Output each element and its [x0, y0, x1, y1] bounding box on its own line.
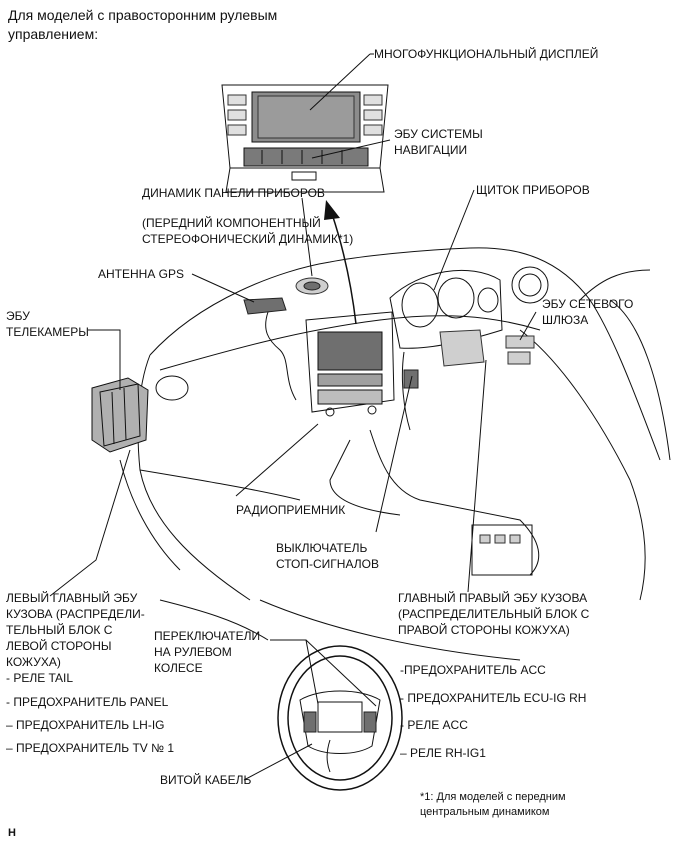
label-camera-ecu: ЭБУ ТЕЛЕКАМЕРЫ: [6, 308, 89, 340]
label-main-left-body-ecu: ЛЕВЫЙ ГЛАВНЫЙ ЭБУ КУЗОВА (РАСПРЕДЕЛИ- ТЕ…: [6, 590, 145, 670]
label-camera-ecu-line-1: ЭБУ: [6, 309, 30, 323]
label-left-ecu-line-2: КУЗОВА (РАСПРЕДЕЛИ-: [6, 607, 145, 621]
label-front-speaker: (ПЕРЕДНИЙ КОМПОНЕНТНЫЙ СТЕРЕОФОНИЧЕСКИЙ …: [142, 215, 353, 247]
arrow-line: [331, 213, 357, 325]
label-stop-switch-line-1: ВЫКЛЮЧАТЕЛЬ: [276, 541, 368, 555]
label-nav-ecu: ЭБУ СИСТЕМЫ НАВИГАЦИИ: [394, 126, 483, 158]
label-gateway-ecu-line-2: ШЛЮЗА: [542, 313, 589, 327]
left-item-tv1-fuse: – ПРЕДОХРАНИТЕЛЬ TV № 1: [6, 741, 175, 755]
label-gps-antenna: АНТЕННА GPS: [98, 267, 185, 281]
label-right-ecu-line-3: ПРАВОЙ СТОРОНЫ КОЖУХА): [398, 623, 570, 637]
label-left-ecu-line-1: ЛЕВЫЙ ГЛАВНЫЙ ЭБУ: [6, 591, 138, 605]
center-stack: [305, 311, 395, 417]
header-line-2: управлением:: [8, 26, 99, 42]
label-gateway-ecu-line-1: ЭБУ СЕТЕВОГО: [542, 297, 634, 311]
label-right-ecu-line-2: (РАСПРЕДЕЛИТЕЛЬНЫЙ БЛОК С: [398, 607, 590, 621]
label-steering-switches: ПЕРЕКЛЮЧАТЕЛИ НА РУЛЕВОМ КОЛЕСЕ: [154, 628, 260, 676]
header-note: Для моделей с правосторонним рулевым упр…: [8, 6, 277, 44]
label-left-ecu-line-5: КОЖУХА): [6, 655, 61, 669]
left-item-tail-relay: - РЕЛЕ TAIL: [6, 671, 74, 685]
corner-mark: H: [8, 827, 16, 839]
instrument-cluster: [389, 269, 503, 349]
label-camera-ecu-line-2: ТЕЛЕКАМЕРЫ: [6, 325, 89, 339]
left-body-ecu-outline: [119, 459, 181, 571]
left-item-lh-ig-fuse: – ПРЕДОХРАНИТЕЛЬ LH-IG: [6, 718, 165, 732]
right-item-acc-relay: - РЕЛЕ ACC: [400, 718, 468, 732]
footnote: *1: Для моделей с передним центральным д…: [420, 790, 566, 820]
label-radio-receiver: РАДИОПРИЕМНИК: [236, 503, 346, 517]
left-item-panel-fuse: - ПРЕДОХРАНИТЕЛЬ PANEL: [6, 695, 169, 709]
gps-antenna: [243, 297, 297, 401]
label-right-ecu-line-1: ГЛАВНЫЙ ПРАВЫЙ ЭБУ КУЗОВА: [398, 591, 588, 605]
label-nav-ecu-line-2: НАВИГАЦИИ: [394, 143, 468, 157]
dash-speaker: [295, 277, 329, 295]
label-steering-switches-line-3: КОЛЕСЕ: [154, 661, 203, 675]
footnote-line-1: *1: Для моделей с передним: [420, 791, 566, 803]
label-steering-switches-line-2: НА РУЛЕВОМ: [154, 645, 232, 659]
label-steering-switches-line-1: ПЕРЕКЛЮЧАТЕЛИ: [154, 629, 261, 643]
header-line-1: Для моделей с правосторонним рулевым: [8, 7, 278, 23]
leader-lines: [49, 53, 537, 781]
label-combination-meter: ЩИТОК ПРИБОРОВ: [476, 183, 590, 197]
steering-column: [401, 351, 419, 431]
label-front-speaker-line-1: (ПЕРЕДНИЙ КОМПОНЕНТНЫЙ: [142, 216, 321, 230]
label-dash-speaker: ДИНАМИК ПАНЕЛИ ПРИБОРОВ: [142, 186, 325, 200]
label-left-ecu-line-3: ТЕЛЬНЫЙ БЛОК С: [6, 623, 113, 637]
label-left-ecu-line-4: ЛЕВОЙ СТОРОНЫ: [6, 639, 112, 653]
label-stop-switch-line-2: СТОП-СИГНАЛОВ: [276, 557, 379, 571]
footnote-line-2: центральным динамиком: [420, 806, 550, 818]
right-item-acc-fuse: -ПРЕДОХРАНИТЕЛЬ ACC: [400, 663, 546, 677]
camera-ecu: [91, 377, 149, 453]
multifunction-display-unit: [221, 84, 389, 193]
label-multifunction-display: МНОГОФУНКЦИОНАЛЬНЫЙ ДИСПЛЕЙ: [374, 47, 599, 61]
label-stop-switch: ВЫКЛЮЧАТЕЛЬ СТОП-СИГНАЛОВ: [276, 540, 379, 572]
label-nav-ecu-line-1: ЭБУ СИСТЕМЫ: [394, 127, 483, 141]
dashboard-outline: [137, 247, 671, 661]
label-gateway-ecu: ЭБУ СЕТЕВОГО ШЛЮЗА: [542, 296, 633, 328]
right-item-rh-ig1-relay: – РЕЛЕ RH-IG1: [400, 746, 486, 760]
label-front-speaker-line-2: СТЕРЕОФОНИЧЕСКИЙ ДИНАМИК*1): [142, 232, 354, 246]
label-spiral-cable: ВИТОЙ КАБЕЛЬ: [160, 773, 252, 787]
arrow-head: [324, 200, 340, 220]
gateway-ecu: [439, 329, 535, 367]
steering-wheel: [277, 645, 403, 791]
right-item-ecu-ig-rh-fuse: - ПРЕДОХРАНИТЕЛЬ ECU-IG RH: [400, 691, 587, 705]
label-main-right-body-ecu: ГЛАВНЫЙ ПРАВЫЙ ЭБУ КУЗОВА (РАСПРЕДЕЛИТЕЛ…: [398, 590, 589, 638]
